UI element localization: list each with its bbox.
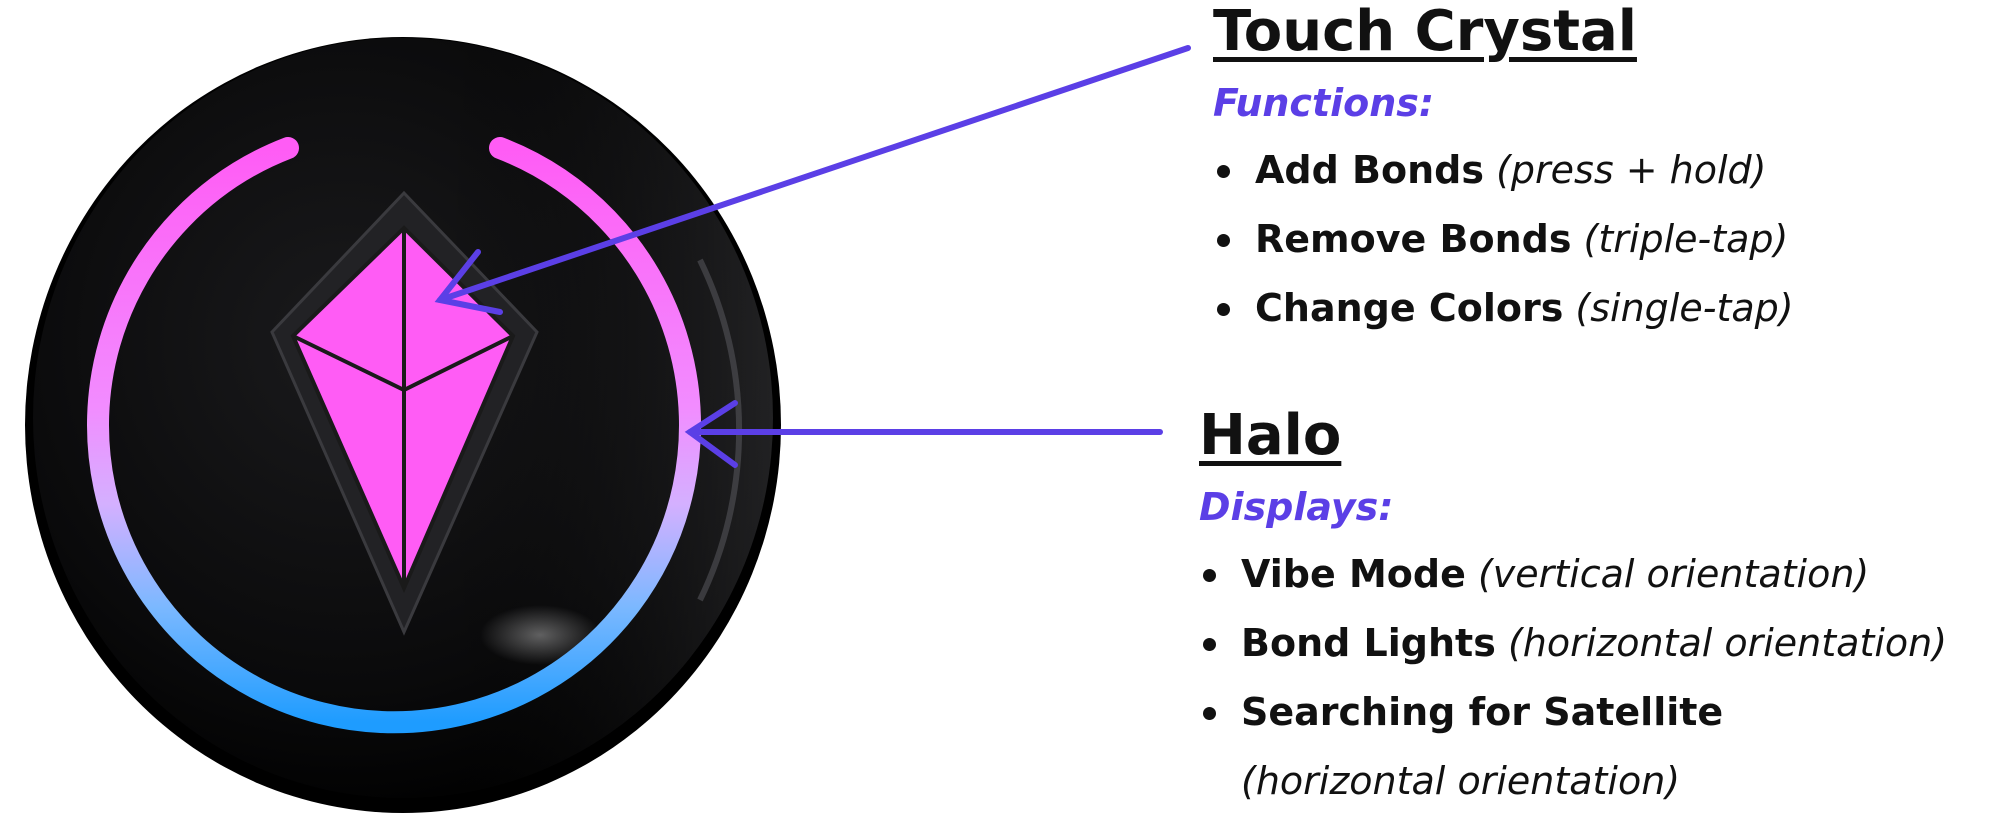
- touch-crystal-callout: Touch Crystal Functions: Add Bonds (pres…: [1213, 0, 1794, 343]
- touch-crystal-subtitle: Functions:: [1213, 81, 1435, 125]
- list-item: Bond Lights (horizontal orientation): [1199, 609, 1947, 678]
- feature-name: Remove Bonds: [1255, 217, 1572, 261]
- list-item: Searching for Satellite (horizontal orie…: [1199, 678, 1947, 816]
- touch-crystal-title: Touch Crystal: [1213, 0, 1637, 64]
- list-item: Add Bonds (press + hold): [1213, 136, 1794, 205]
- feature-note: (horizontal orientation): [1241, 759, 1681, 803]
- halo-callout-arrow: [684, 400, 1163, 468]
- feature-name: Searching for Satellite: [1241, 690, 1724, 734]
- touch-crystal[interactable]: [290, 225, 516, 593]
- device-glare: [480, 605, 600, 665]
- feature-note: (horizontal orientation): [1507, 621, 1948, 665]
- feature-name: Change Colors: [1255, 286, 1564, 330]
- feature-note: (vertical orientation): [1477, 552, 1870, 596]
- halo-displays-list: Vibe Mode (vertical orientation) Bond Li…: [1199, 540, 1947, 816]
- halo-title: Halo: [1199, 403, 1342, 468]
- list-item: Vibe Mode (vertical orientation): [1199, 540, 1947, 609]
- halo-callout: Halo Displays: Vibe Mode (vertical orien…: [1199, 404, 1947, 816]
- feature-note: (press + hold): [1496, 148, 1767, 192]
- feature-note: (single-tap): [1575, 286, 1794, 330]
- halo-ring[interactable]: [87, 137, 701, 734]
- feature-name: Bond Lights: [1241, 621, 1496, 665]
- feature-name: Add Bonds: [1255, 148, 1484, 192]
- feature-name: Vibe Mode: [1241, 552, 1466, 596]
- crystal-callout-arrow: [434, 45, 1191, 315]
- feature-note: (triple-tap): [1583, 217, 1789, 261]
- list-item: Change Colors (single-tap): [1213, 274, 1794, 343]
- list-item: Remove Bonds (triple-tap): [1213, 205, 1794, 274]
- halo-subtitle: Displays:: [1199, 485, 1394, 529]
- touch-crystal-functions-list: Add Bonds (press + hold) Remove Bonds (t…: [1213, 136, 1794, 343]
